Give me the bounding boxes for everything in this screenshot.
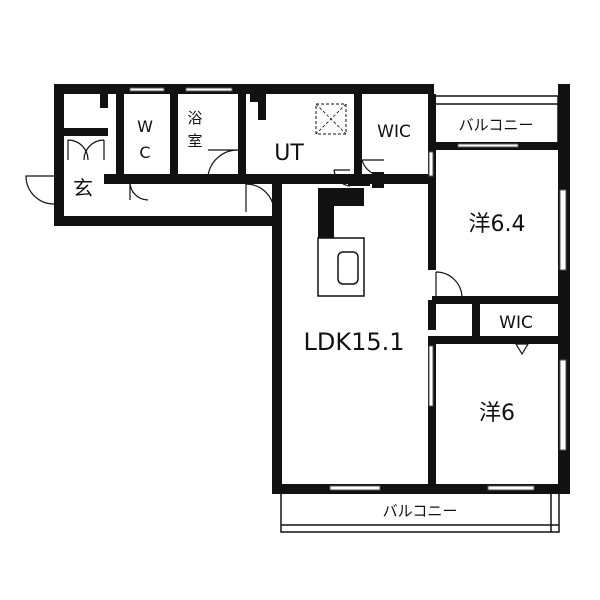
label-wc-c: C — [139, 143, 150, 162]
wic-door-icon — [361, 159, 385, 177]
windows — [129, 87, 567, 491]
label-ut: UT — [274, 141, 304, 166]
wc-door-icon — [129, 181, 149, 201]
label-bath-2: 室 — [187, 132, 202, 150]
closet-door-icon — [83, 139, 105, 161]
kitchen-door-icon — [333, 169, 351, 187]
doors — [25, 139, 530, 356]
bath-door-icon — [207, 149, 239, 177]
label-wic-mid: WIC — [499, 313, 533, 333]
washing-machine-icon — [315, 103, 347, 135]
label-balcony-top: バルコニー — [459, 116, 534, 134]
sink-icon — [337, 251, 359, 285]
western-door-icon — [435, 271, 463, 299]
closet-door-icon — [67, 139, 89, 161]
label-genkan: 玄 — [73, 176, 93, 200]
ut-door-icon — [245, 183, 275, 213]
label-bath-1: 浴 — [187, 109, 202, 127]
label-ldk: LDK15.1 — [303, 328, 404, 356]
label-wc-w: W — [137, 117, 153, 136]
interior-walls — [64, 94, 560, 486]
closet-marker-icon — [514, 343, 530, 356]
label-western-2: 洋6 — [479, 401, 515, 426]
entrance-door-icon — [25, 175, 55, 205]
label-balcony-bottom: バルコニー — [383, 502, 458, 520]
label-western-1: 洋6.4 — [469, 212, 526, 237]
kitchen-counter — [317, 237, 365, 297]
label-wic-top: WIC — [377, 122, 411, 142]
